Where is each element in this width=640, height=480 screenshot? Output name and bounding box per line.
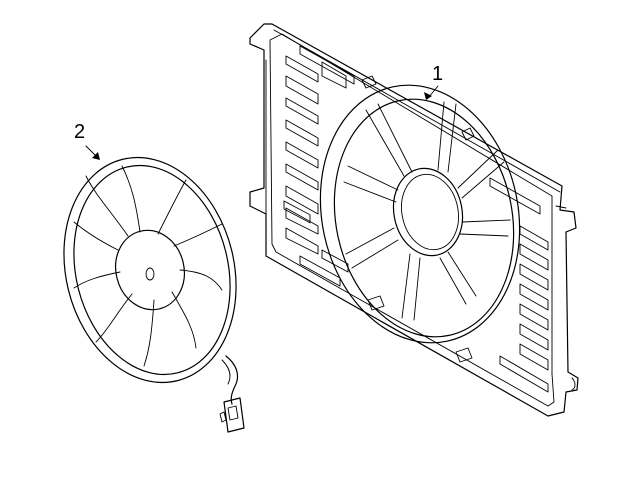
fan-wire-harness [225,355,239,405]
fan-ring-inner [73,164,231,376]
shroud-spokes [343,101,511,321]
electrical-connector [219,397,245,433]
callout-2: 2 [74,121,100,160]
fan-hub-center [145,267,155,281]
left-louvres [283,45,355,287]
fan-ring-outer [63,156,237,384]
fan-blades [73,165,223,367]
fan-assembly [63,156,245,433]
shroud-ring-inner [333,98,515,338]
shroud-inner-frame [269,33,555,407]
callout-label-1: 1 [432,63,443,85]
fan-shroud [249,23,579,417]
motor-mount-hub [392,167,464,257]
shroud-outer-frame [249,23,579,417]
fan-hub [115,229,185,311]
shroud-ring-outer [319,84,521,344]
callout-label-2: 2 [74,121,85,143]
callout-1: 1 [424,63,443,100]
